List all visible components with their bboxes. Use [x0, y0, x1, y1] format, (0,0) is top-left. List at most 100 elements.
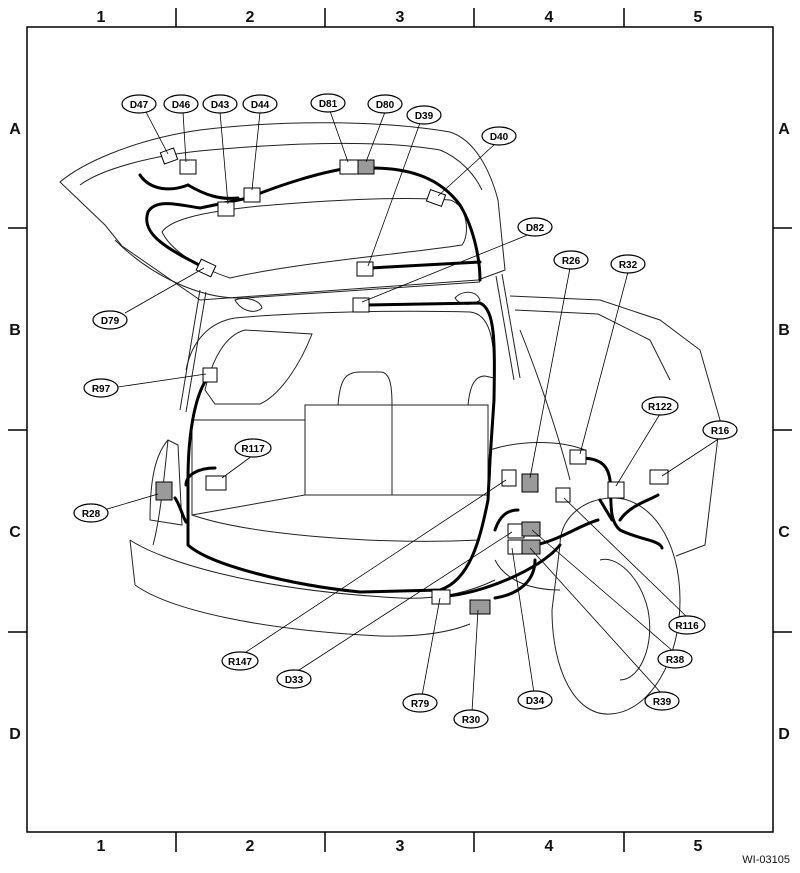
- grid-col-bottom-2: 2: [246, 838, 255, 855]
- callout-d43: D43: [202, 94, 238, 114]
- connector-r39: [521, 539, 541, 555]
- connector-r30: [469, 599, 491, 615]
- callout-d34: D34: [517, 690, 553, 710]
- callout-r117: R117: [234, 438, 272, 458]
- callout-r79-text: R79: [411, 699, 430, 710]
- callout-r30-text: R30: [462, 715, 481, 726]
- grid-col-bottom-5: 5: [694, 838, 703, 855]
- leader-lines: [103, 110, 721, 713]
- figure-reference: WI-03105: [742, 854, 790, 866]
- callout-d34-text: D34: [526, 696, 545, 707]
- grid-row-left-A: A: [9, 121, 21, 138]
- connector-d47: [159, 147, 179, 165]
- diagram-frame: [26, 26, 774, 833]
- connector-r97: [202, 367, 218, 383]
- callout-d47-text: D47: [130, 100, 149, 111]
- connector-r38: [521, 521, 541, 537]
- callout-r16: R16: [702, 420, 738, 440]
- callout-r32: R32: [610, 254, 646, 274]
- connector-r26: [521, 473, 539, 493]
- connector-d81: [339, 159, 359, 175]
- grid-row-right-C: C: [778, 524, 790, 541]
- callout-d80: D80: [367, 94, 403, 114]
- connector-r28: [155, 481, 173, 501]
- connector-d39: [356, 261, 374, 277]
- callout-r117-text: R117: [241, 444, 265, 455]
- callout-r32-text: R32: [619, 260, 638, 271]
- callout-d39: D39: [406, 105, 442, 125]
- callout-r116-text: R116: [675, 621, 699, 632]
- callout-r38-text: R38: [666, 655, 685, 666]
- connector-r122: [607, 481, 625, 499]
- callout-d81: D81: [310, 93, 346, 113]
- callout-r39-text: R39: [653, 697, 672, 708]
- connector-r16: [649, 469, 669, 485]
- callout-r97-text: R97: [92, 384, 111, 395]
- connector-d46: [179, 159, 197, 175]
- callout-d46: D46: [163, 94, 199, 114]
- connector-r116: [555, 487, 571, 503]
- callout-r39: R39: [644, 691, 680, 711]
- grid-row-left-D: D: [9, 726, 21, 743]
- callout-r16-text: R16: [711, 426, 730, 437]
- connector-r32: [569, 449, 587, 465]
- callout-d80-text: D80: [376, 100, 395, 111]
- callout-r79: R79: [402, 693, 438, 713]
- grid-col-top-5: 5: [694, 9, 703, 26]
- grid-col-top-2: 2: [246, 9, 255, 26]
- connector-d43: [217, 201, 235, 217]
- grid-col-top-4: 4: [545, 9, 554, 26]
- callout-d33: D33: [276, 669, 312, 689]
- callout-r26-text: R26: [562, 256, 581, 267]
- callout-d39-text: D39: [415, 111, 434, 122]
- callout-d44-text: D44: [251, 100, 270, 111]
- grid-col-top-3: 3: [396, 9, 405, 26]
- callout-r28: R28: [73, 503, 109, 523]
- right-grid-ticks: [773, 227, 792, 633]
- grid-row-right-D: D: [778, 726, 790, 743]
- callout-d79: D79: [92, 310, 128, 330]
- grid-col-bottom-3: 3: [396, 838, 405, 855]
- callout-d44: D44: [242, 94, 278, 114]
- callout-r147: R147: [221, 651, 259, 671]
- callout-d46-text: D46: [172, 100, 191, 111]
- connector-r147: [501, 469, 517, 487]
- callout-r122-text: R122: [648, 402, 672, 413]
- callout-d81-text: D81: [319, 99, 338, 110]
- wire-harness: [138, 166, 664, 600]
- grid-row-left-C: C: [9, 524, 21, 541]
- connectors: [155, 147, 669, 615]
- callout-r28-text: R28: [82, 509, 101, 520]
- callout-r38: R38: [657, 649, 693, 669]
- callout-d43-text: D43: [211, 100, 230, 111]
- grid-row-right-A: A: [778, 121, 790, 138]
- connector-d79: [195, 258, 217, 278]
- grid-row-right-B: B: [778, 322, 790, 339]
- callout-d79-text: D79: [101, 316, 120, 327]
- top-grid-ticks: [175, 8, 625, 27]
- grid-row-left-B: B: [9, 322, 21, 339]
- callout-d82-text: D82: [526, 223, 545, 234]
- grid-col-bottom-4: 4: [545, 838, 554, 855]
- grid-col-top-1: 1: [97, 9, 106, 26]
- left-grid-ticks: [8, 227, 27, 633]
- callout-d47: D47: [121, 94, 157, 114]
- callout-d82: D82: [517, 217, 553, 237]
- callout-r147-text: R147: [228, 657, 252, 668]
- grid-col-bottom-1: 1: [97, 838, 106, 855]
- bottom-grid-ticks: [175, 832, 625, 852]
- callout-d40: D40: [481, 126, 517, 146]
- callout-r122: R122: [641, 396, 679, 416]
- connector-r117: [205, 475, 227, 491]
- connector-r79: [431, 589, 451, 605]
- callout-r97: R97: [83, 378, 119, 398]
- connector-d80: [357, 159, 375, 175]
- callout-r26: R26: [553, 250, 589, 270]
- connector-d44: [243, 187, 261, 203]
- callout-r30: R30: [453, 709, 489, 729]
- connector-d82: [352, 297, 370, 313]
- vehicle-body-outline: [59, 122, 721, 715]
- callout-r116: R116: [668, 615, 706, 635]
- callout-d33-text: D33: [285, 675, 304, 686]
